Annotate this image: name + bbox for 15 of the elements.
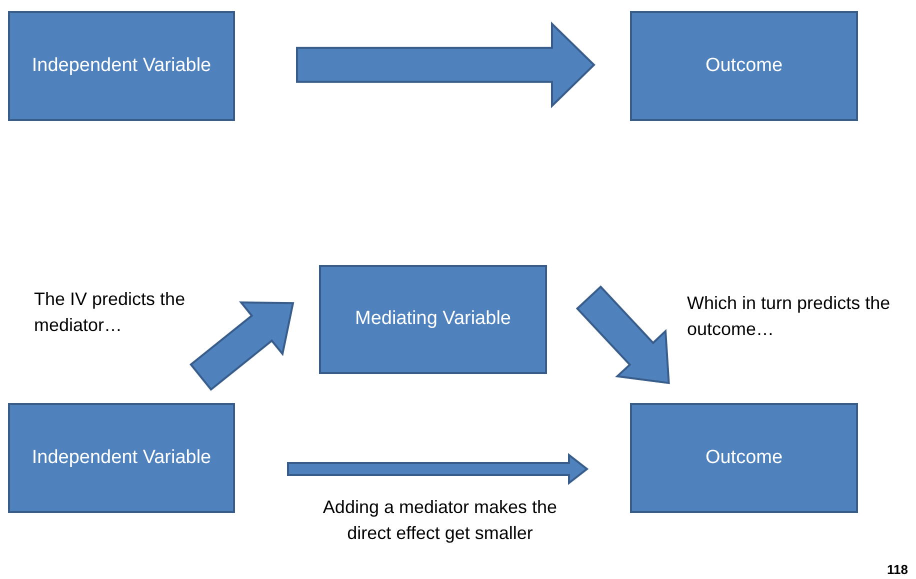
- variable-box: [8, 403, 235, 513]
- page-number: 118: [887, 562, 908, 577]
- box-label: Mediating Variable: [355, 307, 511, 332]
- box-label: Outcome: [705, 446, 783, 470]
- variable-box: [630, 11, 858, 121]
- box-label: Independent Variable: [32, 54, 212, 78]
- block-arrow: [190, 301, 294, 391]
- box-label: Independent Variable: [32, 446, 212, 470]
- variable-box: [630, 403, 858, 513]
- variable-box: [8, 11, 235, 121]
- variable-box: [319, 265, 547, 374]
- block-arrow: [287, 452, 589, 486]
- block-arrow: [296, 22, 596, 108]
- box-label: Outcome: [705, 54, 783, 78]
- block-arrow: [576, 285, 670, 384]
